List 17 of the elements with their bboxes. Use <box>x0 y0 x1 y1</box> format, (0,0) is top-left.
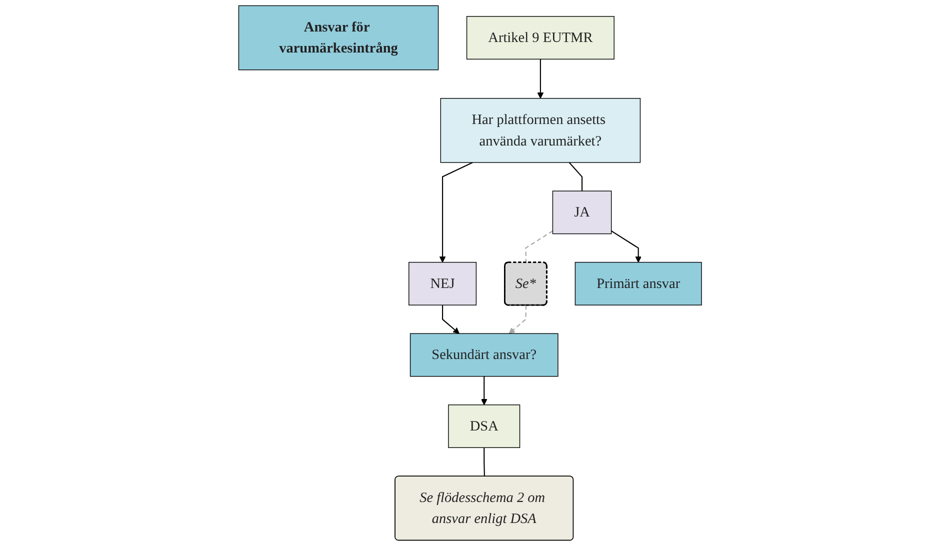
node-box: NEJ <box>408 262 476 306</box>
arrow <box>508 305 526 334</box>
node-box: Artikel 9 EUTMR <box>466 16 614 60</box>
node-box: Har plattformen ansetts använda varumärket? <box>440 98 640 163</box>
node-box: Sekundärt ansvar? <box>410 333 558 377</box>
arrow <box>610 230 642 263</box>
arrow <box>537 59 544 99</box>
node-box: Primärt ansvar <box>574 262 702 306</box>
arrow <box>480 376 488 406</box>
connector <box>525 230 553 263</box>
arrow <box>442 305 460 334</box>
connector <box>568 162 582 192</box>
node-box: Ansvar för varumärkesintrång <box>238 5 439 70</box>
node-box: JA <box>552 190 612 234</box>
node-box: DSA <box>448 404 520 448</box>
connector <box>483 448 485 476</box>
arrow <box>439 162 473 263</box>
